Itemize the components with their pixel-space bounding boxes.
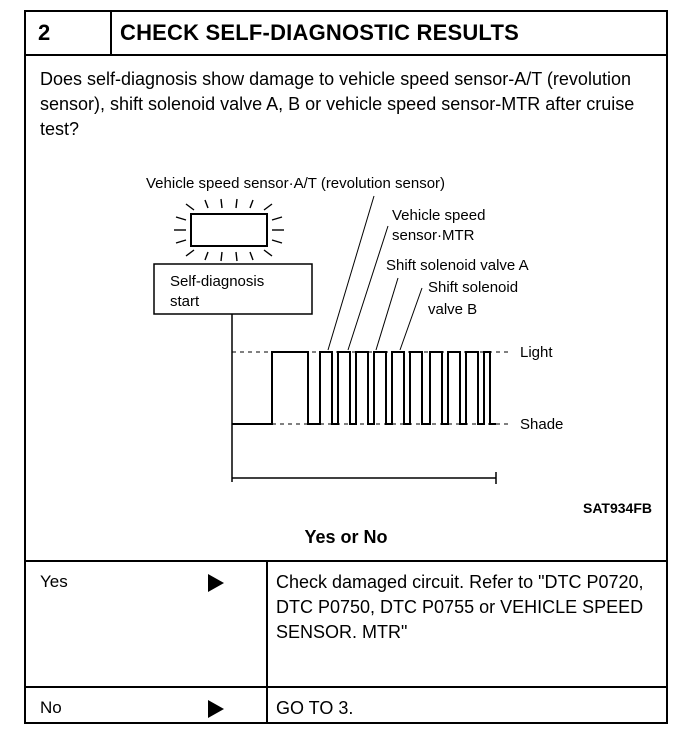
self-diagnosis-timing-diagram: Self-diagnosis start Vehicle speed senso…: [146, 175, 563, 484]
step-header: 2 CHECK SELF-DIAGNOSTIC RESULTS: [26, 12, 666, 56]
diagnostic-question: Does self-diagnosis show damage to vehic…: [40, 69, 635, 139]
pulse-waveform: [232, 351, 496, 425]
vss-mtr-leader: [347, 225, 389, 351]
ssv-b-leader: [399, 287, 423, 351]
yes-or-no-heading: Yes or No: [304, 527, 388, 547]
table-row-no: No GO TO 3.: [26, 688, 666, 724]
action-no: GO TO 3.: [266, 688, 666, 724]
vss-mtr-label: Vehicle speed: [392, 207, 485, 224]
figure-code: SAT934FB: [583, 500, 652, 516]
action-yes: Check damaged circuit. Refer to "DTC P07…: [266, 562, 666, 686]
lamp-icon: [190, 213, 268, 247]
ssv-a-label: Shift solenoid valve A: [386, 257, 529, 274]
light-label: Light: [520, 344, 553, 361]
lamp-rays: [174, 198, 284, 262]
answer-no: No: [40, 698, 62, 717]
ssv-b-label: Shift solenoid: [428, 279, 518, 296]
vss-at-label: Vehicle speed sensor·A/T (revolution sen…: [146, 175, 445, 192]
answer-yes: Yes: [40, 572, 68, 591]
procedure-box: 2 CHECK SELF-DIAGNOSTIC RESULTS Does sel…: [24, 10, 668, 724]
shade-label: Shade: [520, 416, 563, 433]
vss-at-leader: [327, 195, 375, 351]
decision-table: Yes Check damaged circuit. Refer to "DTC…: [26, 560, 666, 724]
ssv-a-leader: [375, 277, 399, 351]
step-title: CHECK SELF-DIAGNOSTIC RESULTS: [120, 20, 519, 45]
vss-mtr-label-2: sensor·MTR: [392, 227, 475, 244]
ssv-b-label-2: valve B: [428, 301, 477, 318]
arrow-right-icon: [208, 574, 224, 592]
self-diagnosis-label: Self-diagnosis: [170, 273, 264, 290]
self-diagnosis-label-start: start: [170, 293, 200, 310]
arrow-right-icon: [208, 700, 224, 718]
step-number: 2: [26, 12, 112, 54]
table-row-yes: Yes Check damaged circuit. Refer to "DTC…: [26, 562, 666, 688]
self-diagnosis-start-box: [153, 263, 313, 315]
